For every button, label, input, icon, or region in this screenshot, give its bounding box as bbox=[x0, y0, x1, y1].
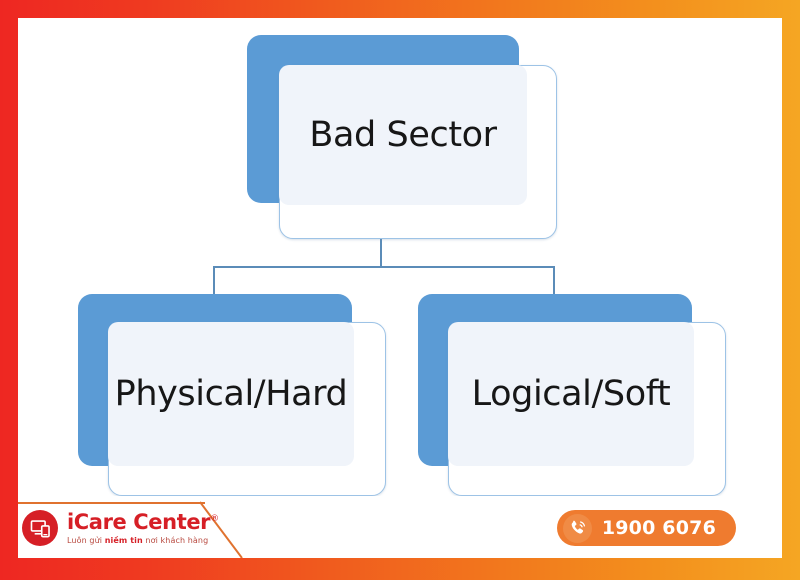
node-label-plate: Bad Sector bbox=[279, 65, 527, 205]
brand-logo[interactable]: iCare Center® Luôn gửi niềm tin nơi khác… bbox=[22, 510, 219, 546]
brand-name: iCare Center® bbox=[67, 509, 219, 534]
node-label: Bad Sector bbox=[309, 114, 497, 155]
registered-mark-icon: ® bbox=[210, 513, 219, 524]
white-content-area: Bad Sector Physical/Hard Logical/Soft bbox=[18, 18, 782, 558]
footer-bar: iCare Center® Luôn gửi niềm tin nơi khác… bbox=[18, 496, 782, 558]
node-label: Physical/Hard bbox=[114, 373, 348, 414]
monitor-device-icon bbox=[22, 510, 58, 546]
bad-sector-diagram: Bad Sector Physical/Hard Logical/Soft bbox=[18, 18, 782, 496]
tagline-suffix: nơi khách hàng bbox=[142, 535, 209, 545]
tagline-prefix: Luôn gửi bbox=[67, 535, 105, 545]
hotline-pill[interactable]: 1900 6076 bbox=[556, 510, 736, 546]
node-bad-sector[interactable]: Bad Sector bbox=[247, 35, 557, 239]
connector-root-stem bbox=[380, 237, 382, 268]
connector-horizontal-bus bbox=[213, 266, 555, 268]
node-label-plate: Physical/Hard bbox=[108, 322, 354, 466]
node-label: Logical/Soft bbox=[471, 373, 671, 414]
brand-text-block: iCare Center® Luôn gửi niềm tin nơi khác… bbox=[67, 509, 219, 545]
phone-ring-icon bbox=[562, 513, 592, 543]
brand-name-text: iCare Center bbox=[67, 509, 211, 534]
hotline-number: 1900 6076 bbox=[601, 517, 716, 539]
node-label-plate: Logical/Soft bbox=[448, 322, 694, 466]
connector-drop-right bbox=[553, 266, 555, 298]
footer-diagonal-separator bbox=[199, 501, 243, 558]
node-physical-hard[interactable]: Physical/Hard bbox=[78, 294, 386, 496]
connector-drop-left bbox=[213, 266, 215, 298]
brand-tagline: Luôn gửi niềm tin nơi khách hàng bbox=[67, 535, 219, 545]
footer-divider-line bbox=[18, 502, 205, 504]
tagline-bold: niềm tin bbox=[104, 535, 143, 545]
node-logical-soft[interactable]: Logical/Soft bbox=[418, 294, 726, 496]
